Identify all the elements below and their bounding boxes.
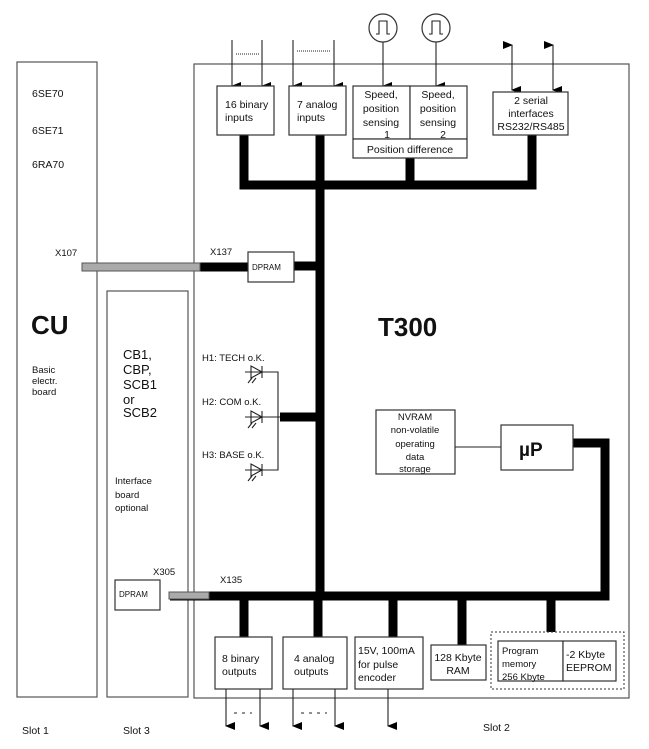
interface-desc-2: board: [115, 490, 139, 501]
cu-title: CU: [31, 310, 69, 340]
x137-link: [200, 261, 320, 272]
serial-line2: interfaces: [508, 108, 554, 120]
speed1-line2: position: [363, 103, 399, 115]
top-bus: [239, 135, 537, 190]
t300-dpram-label: DPRAM: [252, 263, 281, 272]
pulse-line1: 15V, 100mA: [358, 645, 415, 657]
program-line2: memory: [502, 659, 537, 670]
t300-board: [193, 63, 630, 699]
x107-label: X107: [55, 248, 77, 259]
speed-sensing-2-box: [409, 85, 468, 140]
led-h2-label: H2: COM o.K.: [202, 397, 261, 408]
x135-label: X135: [220, 575, 242, 586]
slot-1-label: Slot 1: [22, 725, 49, 737]
x305-label: X305: [153, 567, 175, 578]
interface-desc-1: Interface: [115, 476, 152, 487]
analog-outputs-line1: 4 analog: [294, 653, 334, 665]
cu-model-3: 6RA70: [32, 159, 64, 171]
pulse-encoder-supply-box: [354, 636, 424, 690]
slot-3-label: Slot 3: [123, 725, 150, 737]
analog-outputs-box: [282, 636, 348, 690]
led-icon: [247, 463, 264, 482]
ram-line1: 128 Kbyte: [434, 652, 481, 664]
eeprom-line2: EEPROM: [566, 662, 612, 674]
pulse-encoder-icon: [421, 13, 451, 43]
cu-model-2: 6SE71: [32, 125, 64, 137]
serial-interfaces-box: [492, 91, 569, 136]
ram-line2: RAM: [446, 665, 469, 677]
binary-inputs-box: [216, 85, 275, 136]
speed1-line4: 1: [384, 129, 390, 141]
analog-inputs-box: [288, 85, 347, 136]
lower-bus: [170, 438, 610, 601]
analog-inputs-line1: 7 analog: [297, 99, 337, 111]
speed1-line3: sensing: [363, 117, 399, 129]
position-difference-box: [352, 138, 468, 159]
board-option-2: CBP,: [123, 362, 152, 377]
microprocessor-label: µP: [519, 440, 543, 461]
program-line1: Program: [502, 646, 539, 657]
binary-outputs-line1: 8 binary: [222, 653, 260, 665]
memory-group: [490, 631, 625, 690]
x107-connector: [81, 262, 201, 272]
speed1-line1: Speed,: [364, 89, 397, 101]
pulse-encoder-icon: [368, 13, 398, 43]
output-bus-stubs: [239, 596, 556, 645]
x137-label: X137: [210, 247, 232, 258]
t300-title: T300: [378, 312, 437, 342]
led-icon: [247, 365, 264, 384]
ram-box: [430, 644, 487, 681]
nvram-line5: storage: [399, 464, 431, 475]
board-option-or: or: [123, 392, 135, 407]
led-h1-label: H1: TECH o.K.: [202, 353, 265, 364]
program-line3: 256 Kbyte: [502, 672, 545, 683]
speed2-line4: 2: [440, 129, 446, 141]
cu-board: [16, 61, 98, 698]
slot3-dpram-label: DPRAM: [119, 590, 148, 599]
board-option-3: SCB1: [123, 377, 157, 392]
board-option-4: SCB2: [123, 405, 157, 420]
slot3-dpram: [114, 579, 161, 611]
interface-desc-3: optional: [115, 503, 148, 514]
serial-line1: 2 serial: [514, 95, 548, 107]
microprocessor-box: [500, 424, 574, 471]
nvram-line2: non-volatile: [391, 425, 440, 436]
cu-desc-2: electr.: [32, 376, 57, 387]
output-arrows: [225, 689, 397, 730]
position-difference-label: Position difference: [367, 144, 453, 156]
board-option-1: CB1,: [123, 347, 152, 362]
speed-sensing-1-box: [352, 85, 411, 140]
analog-outputs-line2: outputs: [294, 666, 328, 678]
speed2-line2: position: [420, 103, 456, 115]
input-arrows: [231, 40, 562, 94]
slot-2-label: Slot 2: [483, 722, 510, 734]
led-icon: [247, 410, 264, 429]
speed2-line3: sensing: [420, 117, 456, 129]
interface-board: [106, 290, 189, 698]
cu-desc-3: board: [32, 387, 56, 398]
nvram-box: [375, 409, 456, 475]
cu-model-1: 6SE70: [32, 88, 64, 100]
binary-outputs-line2: outputs: [222, 666, 256, 678]
x305-connector: [168, 591, 210, 600]
program-memory-box: [497, 640, 564, 682]
pulse-line2: for pulse: [358, 659, 398, 671]
t300-dpram: [247, 251, 295, 283]
serial-line3: RS232/RS485: [497, 121, 564, 133]
analog-inputs-line2: inputs: [297, 112, 325, 124]
led-h3-label: H3: BASE o.K.: [202, 450, 264, 461]
eeprom-box: [562, 640, 617, 682]
nvram-line4: data: [406, 452, 425, 463]
eeprom-line1: -2 Kbyte: [566, 649, 605, 661]
nvram-line3: operating: [395, 439, 435, 450]
cu-desc-1: Basic: [32, 365, 55, 376]
pulse-line3: encoder: [358, 672, 396, 684]
binary-outputs-box: [214, 636, 273, 690]
binary-inputs-line2: inputs: [225, 112, 253, 124]
nvram-line1: NVRAM: [398, 412, 432, 423]
speed2-line1: Speed,: [421, 89, 454, 101]
binary-inputs-line1: 16 binary: [225, 99, 269, 111]
